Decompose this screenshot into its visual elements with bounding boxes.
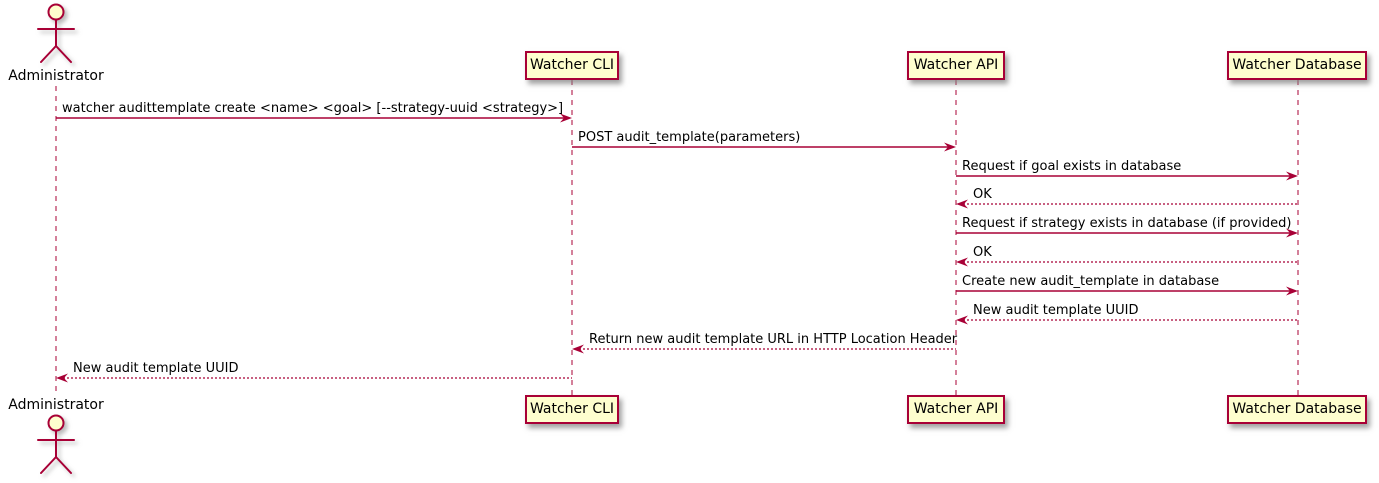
arrowhead-left-icon <box>572 344 584 354</box>
message-label-1: watcher audittemplate create <name> <goa… <box>62 101 564 116</box>
participant-watcher-database-top: Watcher Database <box>1227 51 1367 80</box>
message-label-10: New audit template UUID <box>73 361 239 376</box>
arrowhead-left-icon <box>956 257 968 267</box>
actor-label-administrator-bottom: Administrator <box>8 397 104 413</box>
message-arrow-9 <box>572 344 956 354</box>
message-arrow-2 <box>572 142 956 152</box>
participant-watcher-database-bottom: Watcher Database <box>1227 395 1367 424</box>
message-label-8: New audit template UUID <box>973 303 1139 318</box>
message-arrow-5 <box>956 228 1298 238</box>
message-label-5: Request if strategy exists in database (… <box>962 216 1292 231</box>
message-arrow-1 <box>56 113 572 123</box>
participant-watcher-api-top: Watcher API <box>907 51 1005 80</box>
actor-head <box>47 414 65 432</box>
message-label-4: OK <box>973 187 992 202</box>
arrowhead-left-icon <box>956 199 968 209</box>
administrator-actor-icon-top <box>37 3 75 63</box>
arrowhead-right-icon <box>560 113 572 123</box>
message-label-6: OK <box>973 245 992 260</box>
arrowhead-right-icon <box>944 142 956 152</box>
arrowhead-right-icon <box>1286 286 1298 296</box>
message-arrow-3 <box>956 171 1298 181</box>
actor-head <box>47 3 65 21</box>
administrator-actor-icon-bottom <box>37 414 75 474</box>
actor-left-leg <box>40 456 57 474</box>
actor-label-administrator-top: Administrator <box>8 68 104 84</box>
arrowhead-left-icon <box>956 315 968 325</box>
arrowhead-left-icon <box>56 373 68 383</box>
message-arrow-7 <box>956 286 1298 296</box>
message-arrow-8 <box>956 315 1298 325</box>
participant-watcher-cli-top: Watcher CLI <box>525 51 619 80</box>
message-label-2: POST audit_template(parameters) <box>578 130 801 145</box>
message-arrow-4 <box>956 199 1298 209</box>
message-arrow-6 <box>956 257 1298 267</box>
participant-watcher-cli-bottom: Watcher CLI <box>525 395 619 424</box>
message-label-3: Request if goal exists in database <box>962 159 1182 174</box>
actor-left-leg <box>40 45 57 63</box>
arrowhead-right-icon <box>1286 228 1298 238</box>
actor-right-leg <box>55 45 72 63</box>
arrowhead-right-icon <box>1286 171 1298 181</box>
actor-right-leg <box>55 456 72 474</box>
message-arrow-10 <box>56 373 572 383</box>
message-label-7: Create new audit_template in database <box>962 274 1220 289</box>
participant-watcher-api-bottom: Watcher API <box>907 395 1005 424</box>
message-label-9: Return new audit template URL in HTTP Lo… <box>589 332 958 347</box>
